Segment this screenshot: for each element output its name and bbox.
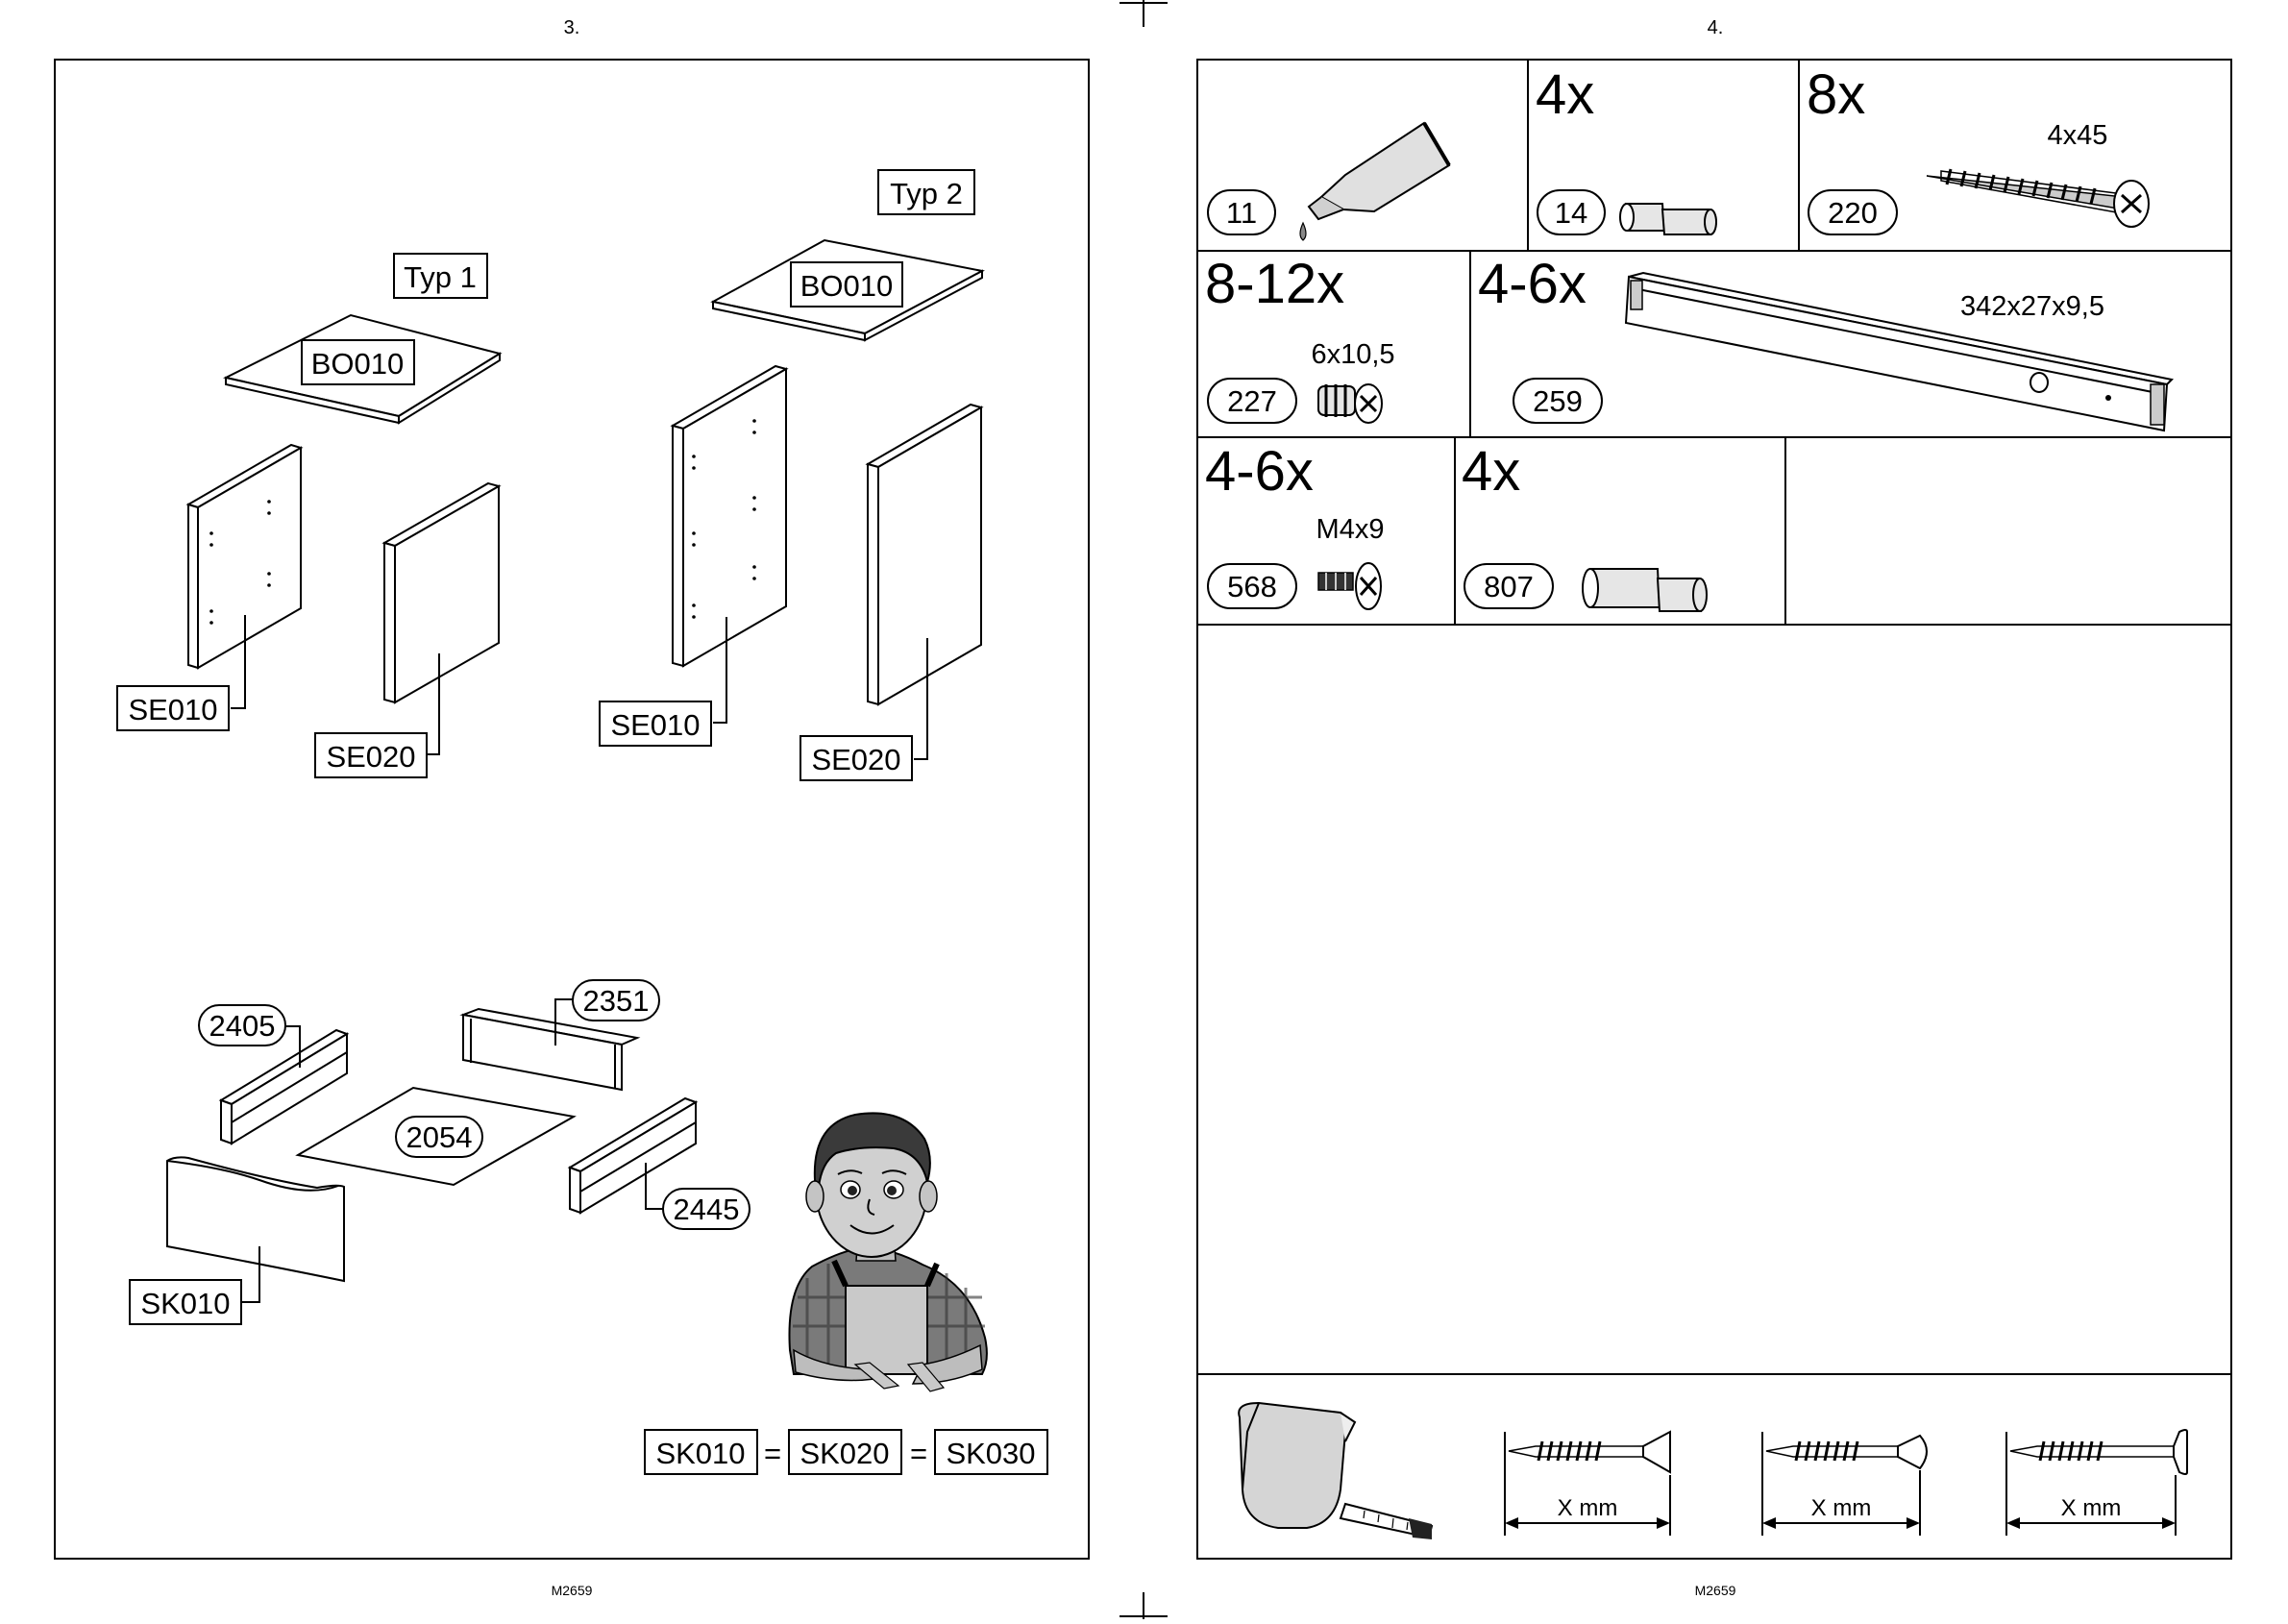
label-se010-typ2: SE010 <box>610 708 700 742</box>
hw-size-568: M4x9 <box>1316 514 1385 545</box>
front-equivalence: SK010 = SK020 = SK030 <box>645 1430 1047 1474</box>
variant-label-typ2: Typ 2 <box>890 177 963 210</box>
page-number-left: 3. <box>564 17 580 38</box>
label-2054: 2054 <box>406 1120 473 1154</box>
label-bo010-typ1: BO010 <box>311 347 405 381</box>
hw-id-220: 220 <box>1828 196 1878 230</box>
panel-side-a-typ2 <box>673 366 786 723</box>
footer-left: M2659 <box>552 1583 593 1598</box>
label-2445: 2445 <box>674 1193 740 1226</box>
hw-qty-14: 4x <box>1536 63 1594 126</box>
label-2351: 2351 <box>583 984 650 1018</box>
label-se020-typ2: SE020 <box>811 743 900 776</box>
hw-id-14: 14 <box>1555 196 1587 230</box>
mascot-illustration <box>789 1113 986 1391</box>
equiv-sk010: SK010 <box>655 1437 745 1470</box>
hw-id-568: 568 <box>1227 570 1277 603</box>
label-sk010: SK010 <box>140 1287 230 1320</box>
variant-typ2: Typ 2 BO010 SE010 SE0 <box>600 170 982 780</box>
panel-side-b-typ2 <box>868 405 981 759</box>
hardware-cell-227: 8-12x 6x10,5 227 <box>1205 253 1395 423</box>
hw-id-227: 227 <box>1227 384 1277 418</box>
hw-size-220: 4x45 <box>2048 120 2108 151</box>
panel-side-b-typ1 <box>384 483 499 754</box>
variant-label-typ1: Typ 1 <box>404 260 477 294</box>
page-frame-right <box>1197 60 2231 1559</box>
hw-id-807: 807 <box>1484 570 1534 603</box>
shelf-pin-icon <box>1620 204 1716 234</box>
raised-head-screw-icon: X mm <box>1762 1432 1927 1536</box>
drawer-assembly: 2405 2351 2054 2445 <box>130 980 750 1324</box>
hw-qty-259: 4-6x <box>1478 253 1587 315</box>
crop-marks <box>1119 0 1168 1619</box>
equiv-sk020: SK020 <box>800 1437 889 1470</box>
page-number-right: 4. <box>1708 17 1724 38</box>
measuring-tape-icon <box>1239 1403 1432 1539</box>
hardware-cell-568: 4-6x M4x9 568 <box>1205 440 1384 609</box>
hw-qty-227: 8-12x <box>1205 253 1344 315</box>
label-2405: 2405 <box>209 1009 276 1043</box>
label-se010-typ1: SE010 <box>128 693 217 726</box>
hw-qty-220: 8x <box>1807 63 1865 126</box>
hardware-cell-14: 4x 14 <box>1536 63 1716 234</box>
panel-side-a-typ1 <box>188 445 301 708</box>
hw-size-259: 342x27x9,5 <box>1960 291 2104 322</box>
glue-tube-icon <box>1300 123 1449 240</box>
hw-qty-568: 4-6x <box>1205 440 1314 503</box>
machine-screw-icon <box>1318 563 1381 609</box>
measure-label-3: X mm <box>2061 1495 2122 1521</box>
label-se020-typ1: SE020 <box>326 740 415 774</box>
equiv-sign-2: = <box>910 1437 927 1470</box>
hardware-grid <box>1197 60 2231 1374</box>
hardware-cell-259: 4-6x 342x27x9,5 259 <box>1478 253 2172 431</box>
variant-typ1: Typ 1 BO010 SE010 SE020 <box>117 254 500 777</box>
footer-right: M2659 <box>1695 1583 1736 1598</box>
countersunk-screw-icon: X mm <box>1505 1432 1670 1536</box>
wood-screw-icon <box>1927 169 2149 227</box>
hw-id-259: 259 <box>1533 384 1583 418</box>
hardware-cell-807: 4x 807 <box>1462 440 1707 611</box>
hw-id-11: 11 <box>1226 196 1257 230</box>
equiv-sk030: SK030 <box>946 1437 1035 1470</box>
measure-label-2: X mm <box>1811 1495 1872 1521</box>
hw-size-227: 6x10,5 <box>1311 339 1394 370</box>
hw-qty-807: 4x <box>1462 440 1520 503</box>
euro-screw-icon <box>1318 384 1382 423</box>
connector-pin-icon <box>1583 569 1707 611</box>
equiv-sign-1: = <box>764 1437 781 1470</box>
measure-label-1: X mm <box>1558 1495 1618 1521</box>
washer-head-screw-icon: X mm <box>2006 1430 2187 1536</box>
hardware-cell-11: 11 <box>1208 123 1449 240</box>
label-bo010-typ2: BO010 <box>800 269 894 303</box>
hardware-cell-220: 8x 4x45 220 <box>1807 63 2149 234</box>
screw-measure-guide: X mm X mm X mm <box>1239 1403 2187 1539</box>
